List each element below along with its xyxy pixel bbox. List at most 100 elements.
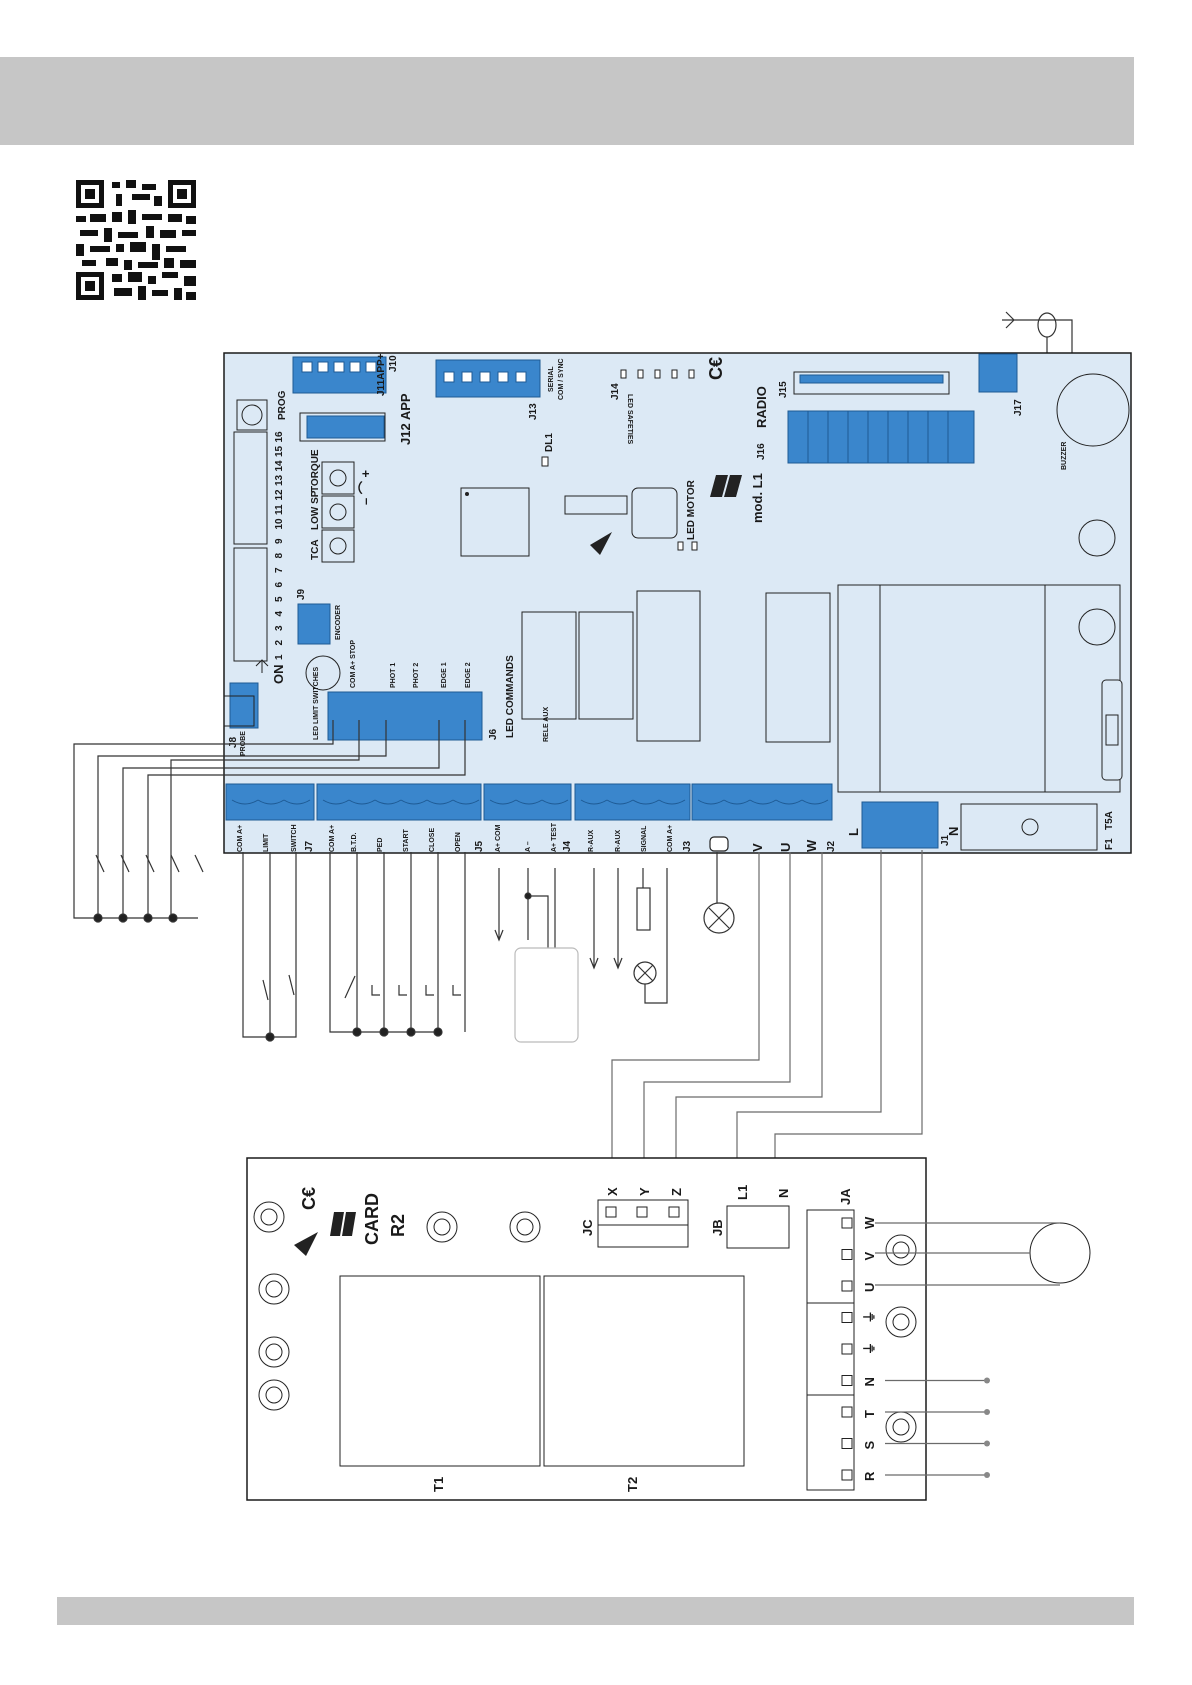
ce-mark-main: C€: [706, 357, 726, 380]
ja-pin-box: [841, 1438, 853, 1449]
j5-terminal-label: START: [403, 828, 410, 852]
dip-number: 3: [274, 625, 285, 631]
fuse-holder: [960, 803, 1098, 851]
j16-connector: [787, 410, 975, 464]
dip-number: 7: [274, 567, 285, 573]
prog-label: PROG: [277, 390, 288, 420]
j4-terminal-label: J4: [562, 840, 573, 852]
j6-connector: [327, 691, 483, 741]
serial-label: SERIAL: [548, 366, 555, 392]
j7-terminal-label: J7: [304, 840, 315, 852]
dip-number: 4: [274, 611, 285, 617]
l-label: L: [846, 828, 861, 836]
model-label: mod. L1: [750, 473, 765, 523]
dip-number: 12: [274, 489, 285, 501]
trimmer-torque[interactable]: [321, 461, 355, 495]
ja-pin-label: U: [862, 1283, 877, 1292]
j8-connector: [229, 682, 259, 729]
j4-terminal-label: A+ COM: [495, 824, 502, 852]
motor-led-block: [631, 487, 678, 539]
ja-pin-label: ⏚: [862, 1310, 877, 1323]
j5-terminal-label: OPEN: [455, 832, 462, 852]
led-safeties-label: LED SAFETIES: [626, 394, 633, 445]
supply-terminal: [984, 1440, 990, 1447]
header-bar: [0, 57, 1134, 145]
edge1-label: EDGE 1: [441, 662, 448, 688]
card-subtitle: R2: [388, 1214, 408, 1237]
tca-label: TCA: [310, 539, 321, 560]
j3-terminal-block: [574, 783, 691, 821]
qr-code[interactable]: [76, 180, 196, 300]
microcontroller-chip: [460, 487, 530, 557]
j3-terminal-label: R-AUX: [588, 830, 595, 852]
j8-label: J8: [228, 736, 239, 748]
ja-pin-box: [841, 1375, 853, 1386]
dip-number: 16: [274, 431, 285, 443]
dip-number: 9: [274, 538, 285, 544]
ja-pin-label: N: [862, 1377, 877, 1386]
j2-terminal-label: U: [778, 843, 793, 852]
dip-number: 8: [274, 553, 285, 559]
dip-number: 2: [274, 640, 285, 646]
trimmer-low-sp[interactable]: [321, 495, 355, 529]
ja-pin-box: [841, 1217, 853, 1229]
j1-label: J1: [940, 834, 951, 846]
ja-pin-label: W: [862, 1216, 877, 1229]
card-r2-board: C€ CARD R2 T1 T2 JC X Y Z JB L1 N JA WVU…: [246, 1157, 1091, 1501]
transformer-t2: [543, 1275, 745, 1467]
j9-connector: [297, 603, 331, 645]
j13-label: J13: [528, 403, 539, 420]
phot1-label: PHOT 1: [390, 663, 397, 688]
transformer: [837, 584, 1121, 793]
n-label: N: [946, 827, 961, 836]
j17-label: J17: [1013, 399, 1024, 416]
jc-pin-z: Z: [669, 1188, 684, 1196]
motor-card-wiring: [611, 850, 923, 1182]
jc-pin-x: X: [605, 1187, 620, 1196]
radio-label: RADIO: [754, 386, 769, 428]
jb-connector: [726, 1205, 790, 1249]
photocell-receiver: [514, 947, 579, 1043]
dip-number: 14: [274, 460, 285, 472]
dip-number: 1: [274, 654, 285, 660]
j7-terminal-block: [225, 783, 315, 821]
on-label: ON: [271, 665, 286, 685]
j7-terminal-label: LIMIT: [263, 833, 270, 852]
j10-label: J10: [388, 355, 399, 372]
j5-terminal-label: COM A+: [329, 825, 336, 852]
dip-number: 6: [274, 582, 285, 588]
stop-button[interactable]: [305, 655, 341, 691]
encoder-label: ENCODER: [335, 605, 342, 640]
com-sync-label: COM / SYNC: [558, 358, 565, 400]
j12-label: J12 APP: [398, 393, 413, 445]
jb-pin-n: N: [776, 1189, 791, 1198]
main-control-board: J11APP+ J10 PROG J12 APP 123456789101112…: [223, 352, 1132, 854]
led-commands-label: LED COMMANDS: [505, 655, 516, 738]
j2-terminal-label: W: [804, 839, 819, 852]
j5-terminal-label: PED: [377, 838, 384, 852]
j15-label: J15: [778, 381, 789, 398]
j5-terminal-label: B.T.D.: [351, 833, 358, 853]
j7-terminal-label: COM A+: [237, 825, 244, 852]
ja-pin-label: V: [862, 1252, 877, 1261]
supply-terminal: [984, 1472, 990, 1478]
j4-terminal-label: A –: [525, 841, 532, 852]
dip-number: 15: [274, 445, 285, 457]
jc-label: JC: [580, 1219, 595, 1236]
plus-minus-label: – ⌒ +: [358, 470, 373, 505]
brand-logo-main: [710, 475, 742, 497]
dip-switch-upper[interactable]: [233, 431, 268, 545]
ja-pin-box: [841, 1280, 853, 1292]
trimmer-tca[interactable]: [321, 529, 355, 563]
j2-terminal-label: V: [750, 843, 765, 852]
buzzer-label: BUZZER: [1061, 442, 1068, 470]
j3-terminal-label: SIGNAL: [641, 825, 648, 852]
dip-switch-lower[interactable]: [233, 547, 268, 662]
esd-warning-icon: [590, 532, 612, 555]
low-sp-label: LOW SP: [310, 490, 321, 530]
ja-pin-box: [841, 1249, 853, 1260]
j12-connector: [306, 415, 385, 439]
j15-connector: [799, 374, 944, 384]
